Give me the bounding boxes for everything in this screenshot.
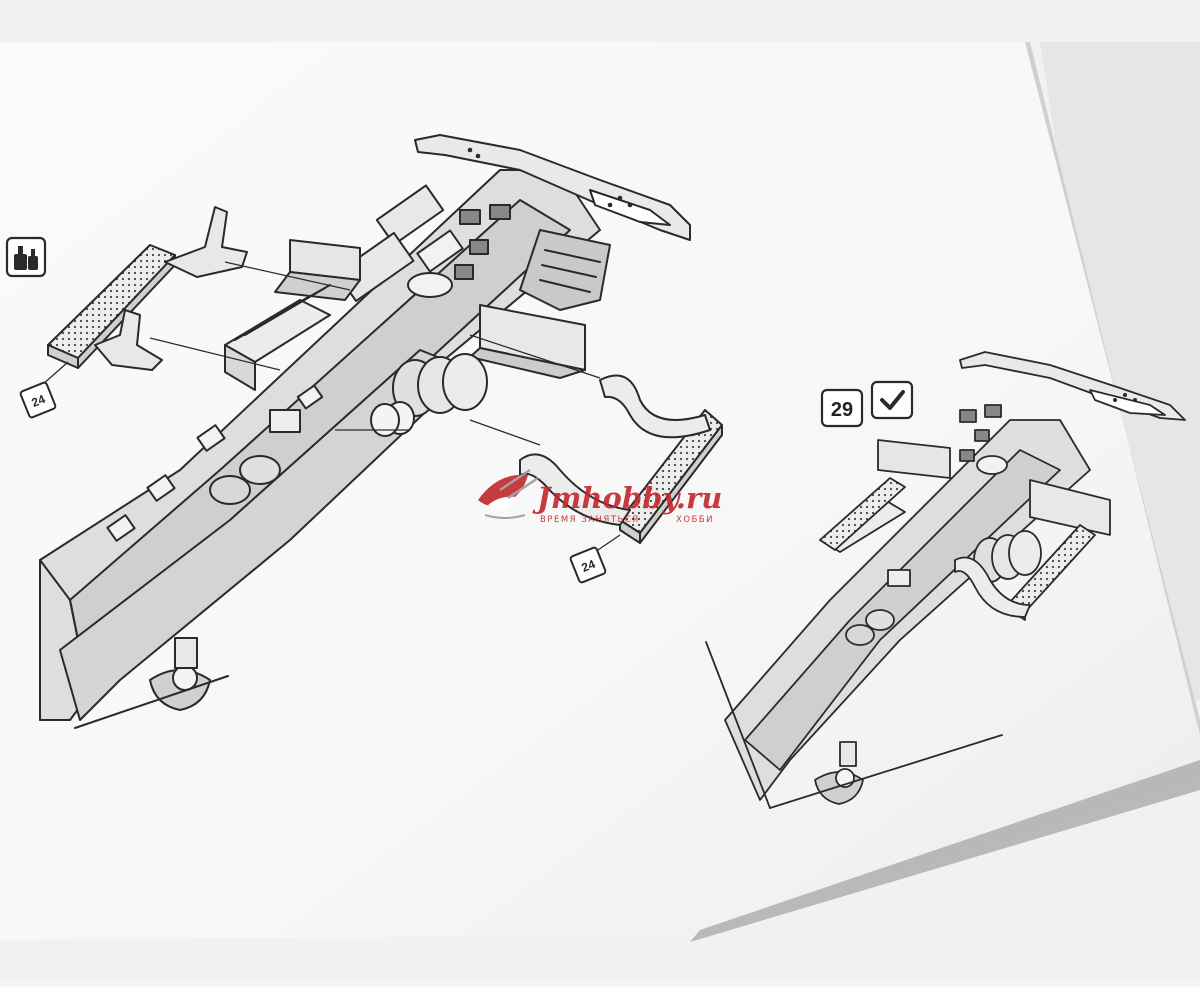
glue-bottle-icon: [5, 236, 47, 278]
completed-assembly-drawing: [705, 351, 1186, 809]
battery-box: [224, 284, 331, 391]
svg-text:24: 24: [30, 392, 48, 410]
assembly-guide-lines: [149, 261, 601, 446]
watermark-logo-icon: [478, 468, 539, 519]
fuel-tanks: [370, 353, 488, 437]
watermark-brand: Jmhobby.ru: [532, 481, 722, 515]
step-plate-right: [519, 374, 723, 544]
step-number-badge: 29: [820, 388, 864, 428]
part-label-24-left: 24: [19, 381, 57, 419]
page-bottom-edge: [690, 760, 1200, 942]
watermark-tagline-left: ВРЕМЯ ЗАНЯТЬСЯ: [540, 515, 640, 525]
main-assembly-drawing: [39, 134, 691, 729]
checkmark-icon: [870, 380, 914, 420]
leader-line-right: [594, 534, 621, 553]
step-plate-left: [47, 206, 248, 371]
watermark-tagline-right: ХОББИ: [676, 515, 714, 525]
svg-text:24: 24: [580, 557, 598, 575]
leader-line-left: [41, 361, 69, 386]
page-under-edge: [1040, 42, 1200, 720]
watermark: Jmhobby.ru ВРЕМЯ ЗАНЯТЬСЯ ХОББИ: [478, 468, 722, 525]
svg-text:29: 29: [831, 399, 853, 421]
part-label-24-right: 24: [569, 546, 607, 584]
